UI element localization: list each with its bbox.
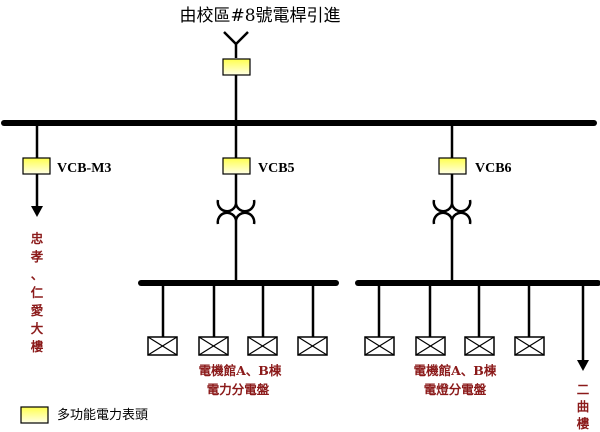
legend-meter-swatch — [20, 406, 49, 424]
panel-breakers-vcb5 — [147, 283, 328, 356]
legend: 多功能電力表頭 — [20, 406, 148, 424]
vcb5-label: VCB5 — [258, 161, 295, 176]
svg-text:樓: 樓 — [577, 416, 590, 431]
svg-text:孝: 孝 — [30, 249, 44, 264]
panel-breaker[interactable] — [147, 283, 178, 356]
panel-breaker[interactable] — [297, 283, 328, 356]
meter-vcb-m3[interactable] — [22, 157, 51, 175]
panel-label-vcb6-line2: 電燈分電盤 — [424, 382, 487, 397]
feeder-vcb6: VCB6 — [355, 123, 600, 431]
svg-text:二: 二 — [577, 382, 590, 397]
panel-label-vcb6-line1: 電機館A、B棟 — [414, 363, 497, 378]
vcb-m3-label: VCB-M3 — [57, 161, 111, 176]
meter-vcb5[interactable] — [222, 157, 251, 175]
arrow-down-icon — [31, 206, 43, 217]
panel-breaker[interactable] — [364, 283, 395, 356]
legend-meter-label: 多功能電力表頭 — [57, 407, 148, 423]
panel-breakers-vcb6 — [364, 283, 545, 356]
panel-label-vcb5-line1: 電機館A、B棟 — [199, 363, 282, 378]
feeder-vcb-m3: VCB-M3 忠 孝 、 仁 愛 大 樓 — [22, 123, 111, 354]
panel-label-vcb5-line2: 電力分電盤 — [207, 382, 270, 397]
panel-breaker[interactable] — [464, 283, 495, 356]
svg-text:大: 大 — [31, 321, 44, 336]
svg-text:樓: 樓 — [31, 339, 44, 354]
vcb6-label: VCB6 — [475, 161, 512, 176]
svg-text:愛: 愛 — [31, 303, 44, 318]
svg-text:忠: 忠 — [31, 231, 44, 246]
panel-breaker[interactable] — [415, 283, 446, 356]
svg-text:曲: 曲 — [577, 399, 590, 414]
feeder-vcb5: VCB5 — [138, 123, 339, 397]
incoming-meter[interactable] — [222, 58, 251, 76]
svg-text:仁: 仁 — [31, 285, 44, 300]
panel-breaker[interactable] — [514, 283, 545, 356]
panel-breaker[interactable] — [247, 283, 278, 356]
panel-breaker[interactable] — [198, 283, 229, 356]
destination-label-m3: 忠 孝 、 仁 愛 大 樓 — [30, 231, 44, 354]
incoming-source-title: 由校區#8號電桿引進 — [179, 6, 340, 26]
incoming-terminal-icon — [223, 31, 249, 45]
svg-text:、: 、 — [31, 267, 44, 282]
meter-vcb6[interactable] — [438, 157, 467, 175]
arrow-down-icon — [577, 360, 589, 371]
destination-label-erqu: 二 曲 樓 — [577, 382, 590, 431]
